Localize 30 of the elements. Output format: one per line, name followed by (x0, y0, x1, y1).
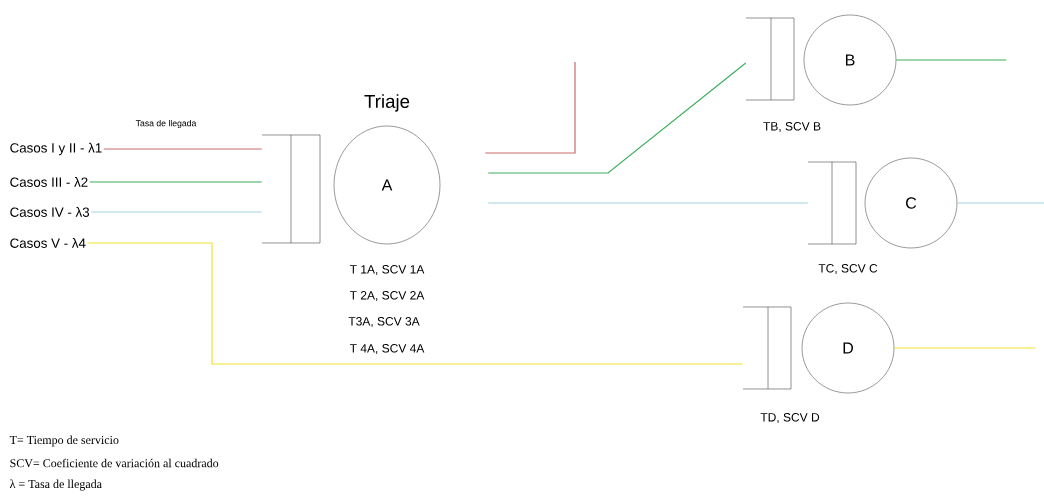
queue-drawing (261, 134, 321, 244)
parameter-label: T 2A, SCV 2A (349, 291, 425, 301)
flow-line (89, 181, 263, 183)
parameter-label: T 1A, SCV 1A (349, 265, 425, 275)
flow-line (103, 148, 263, 150)
flow-line (895, 59, 1007, 61)
parameter-label: T3A, SCV 3A (348, 317, 420, 327)
flow-line (956, 202, 1044, 204)
case-label: Casos V - λ4 (10, 238, 86, 248)
flow-line (893, 347, 1036, 349)
parameter-label: TB, SCV B (763, 122, 821, 132)
parameter-label: T 4A, SCV 4A (349, 344, 425, 354)
flow-line (487, 202, 809, 204)
definition-note: SCV= Coeficiente de variación al cuadrado (10, 458, 219, 468)
queue-drawing (742, 306, 792, 390)
queue-drawing (807, 161, 857, 245)
definition-note: T= Tiempo de servicio (9, 435, 119, 447)
definition-note: λ = Tasa de llegada (9, 479, 102, 491)
flow-line (86, 242, 744, 365)
parameter-label: TD, SCV D (760, 413, 820, 423)
node-heading: Triaje (364, 94, 410, 112)
flow-line (90, 211, 263, 213)
case-label: Casos III - λ2 (10, 177, 88, 187)
case-label: Casos IV - λ3 (10, 207, 90, 217)
parameter-label: TC, SCV C (818, 264, 878, 274)
column-heading: Tasa de llegada (135, 119, 197, 129)
queue-drawing (745, 17, 795, 101)
flow-line (487, 62, 747, 174)
flow-line (484, 61, 576, 154)
case-label: Casos I y II - λ1 (10, 142, 102, 156)
